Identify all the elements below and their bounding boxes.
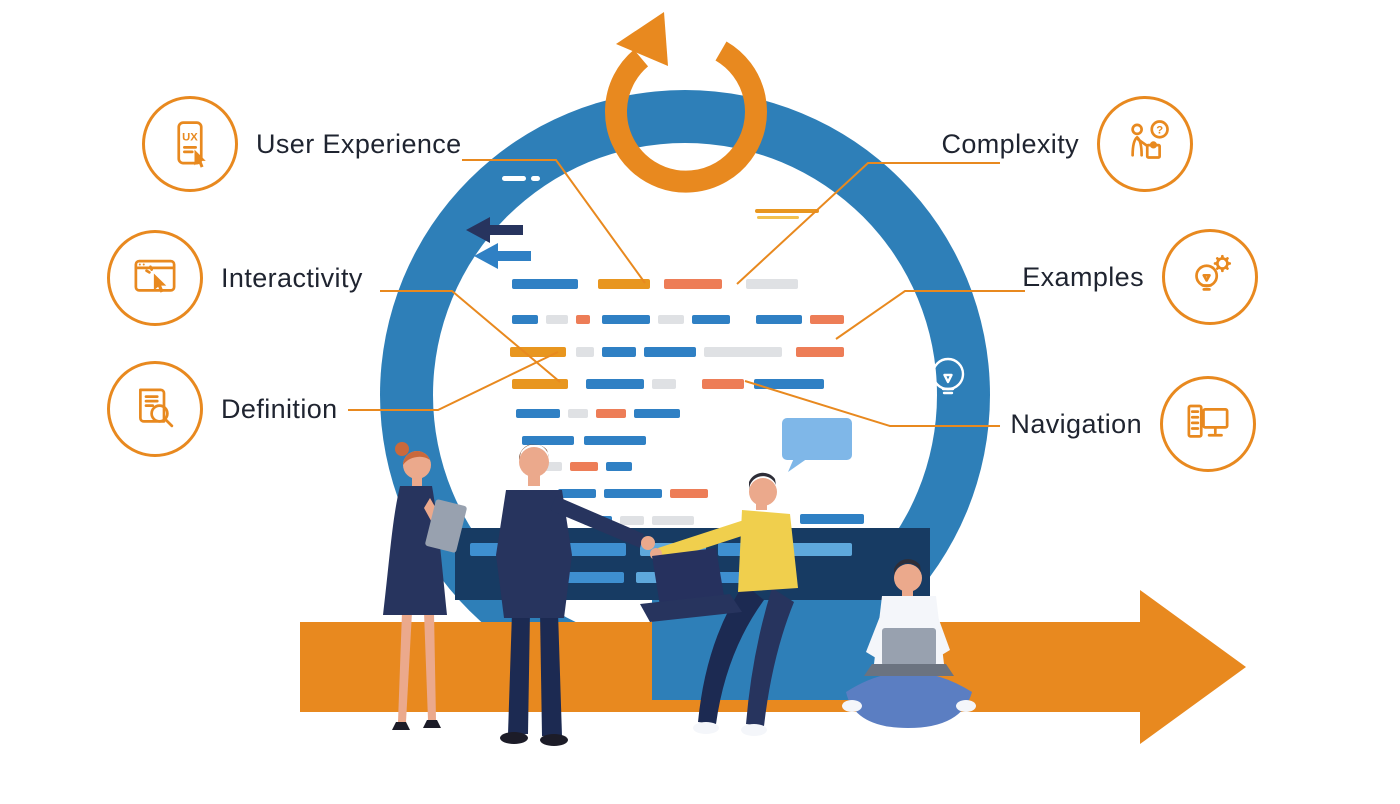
click-hand-icon: [107, 230, 203, 326]
callout-interactivity: Interactivity: [107, 230, 363, 326]
wireframe-highlight-lines: [755, 209, 819, 219]
ux-phone-icon: UX: [142, 96, 238, 192]
speech-bubble-icon: [782, 418, 852, 472]
question-mark-text: ?: [1156, 124, 1163, 136]
person-crosslegged-laptop: [842, 559, 976, 728]
connector-interactivity: [380, 290, 561, 383]
person-man-suit: [496, 443, 655, 746]
connector-lines: [348, 159, 1025, 427]
idea-bulb-gear-icon: [1162, 229, 1258, 325]
iteration-arrow-icon: [605, 12, 767, 193]
callout-label-examples: Examples: [1022, 261, 1144, 292]
callout-label-definition: Definition: [221, 393, 338, 424]
callout-label-interactivity: Interactivity: [221, 262, 363, 293]
callout-examples: Examples: [1022, 229, 1258, 325]
connector-definition: [348, 351, 559, 411]
callout-navigation: Navigation: [1010, 376, 1256, 472]
wireframe-bars: [510, 279, 864, 525]
callout-complexity: ? Complexity: [941, 96, 1193, 192]
callout-label-navigation: Navigation: [1010, 408, 1142, 439]
book-magnifier-icon: [107, 361, 203, 457]
callout-user-experience: UX User Experience: [142, 96, 462, 192]
connector-examples: [835, 290, 1025, 340]
person-yellow-laptop: [640, 472, 798, 736]
connector-complexity: [736, 162, 1000, 285]
connector-user-experience: [462, 159, 646, 284]
lightbulb-icon: [931, 357, 965, 395]
person-woman-tablet: [383, 442, 467, 730]
person-puzzle-icon: ?: [1097, 96, 1193, 192]
callout-label-complexity: Complexity: [941, 128, 1079, 159]
ux-phone-icon-text: UX: [182, 132, 198, 144]
back-arrows-icon: [466, 217, 531, 269]
monitor-list-icon: [1160, 376, 1256, 472]
callout-label-user-experience: User Experience: [256, 128, 462, 159]
connector-navigation: [744, 380, 1000, 427]
callout-definition: Definition: [107, 361, 338, 457]
